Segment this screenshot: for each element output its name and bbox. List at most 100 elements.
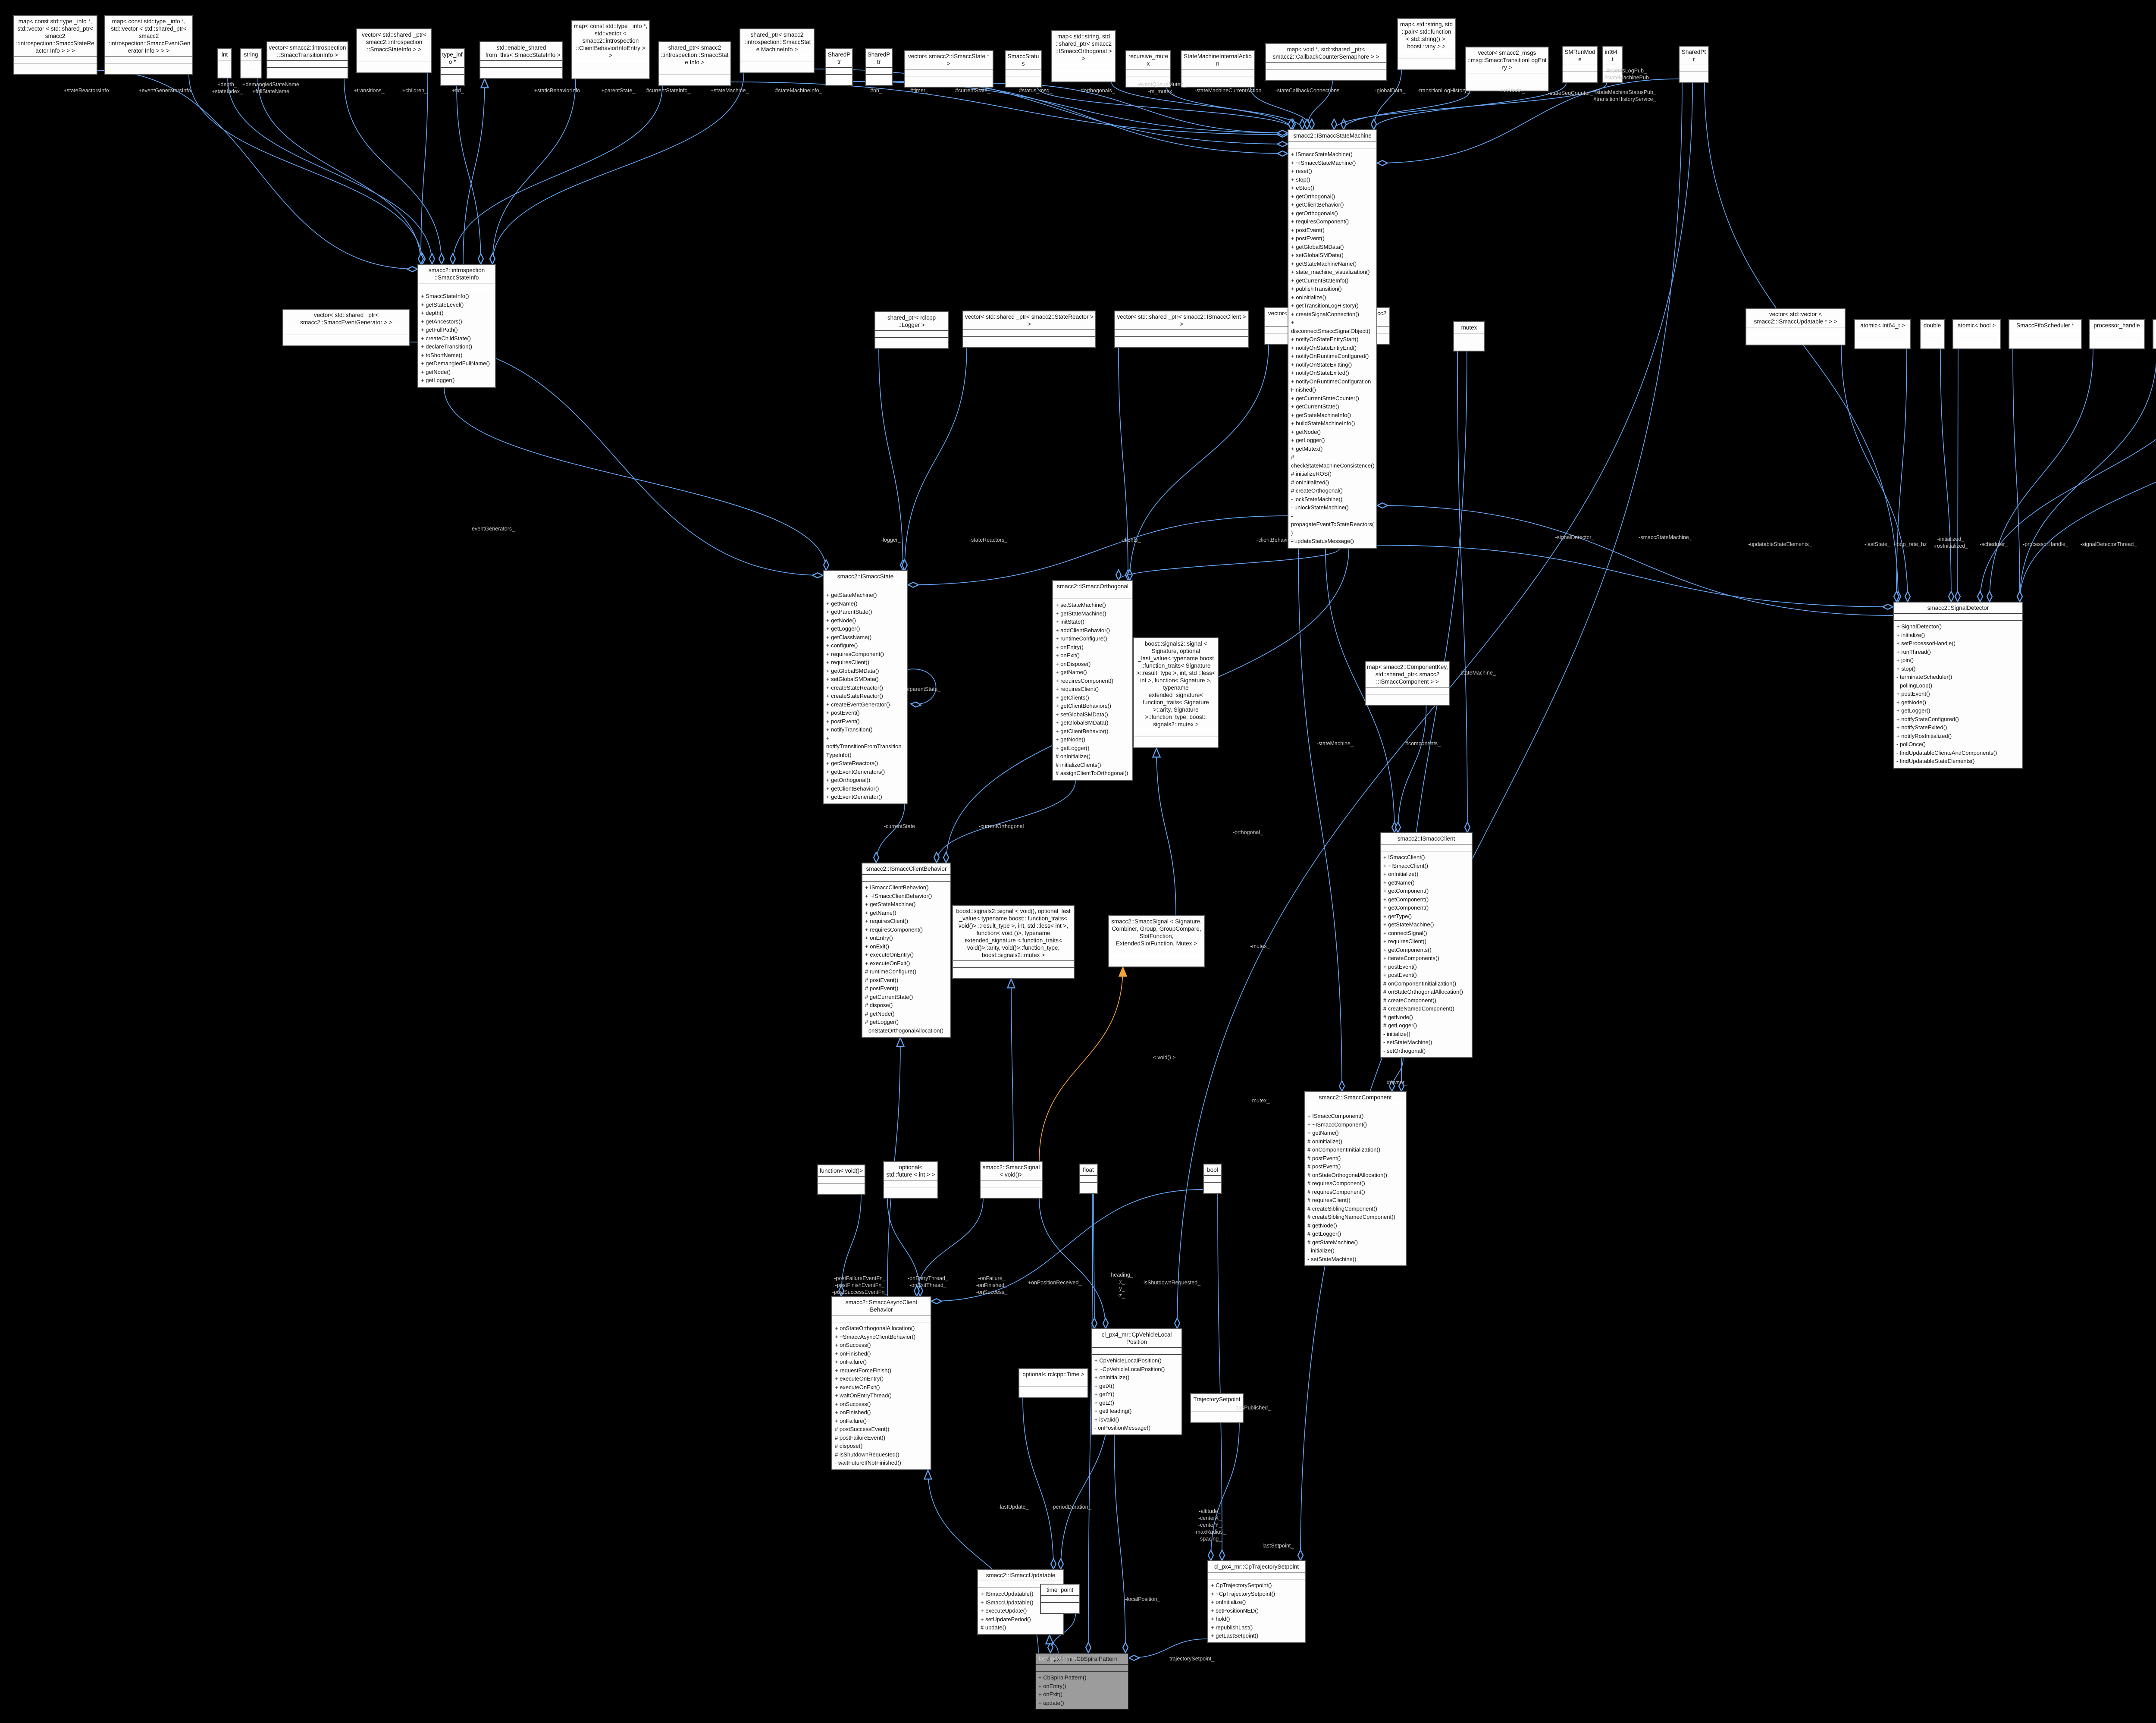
class-box-string[interactable]: string: [240, 48, 262, 78]
class-box-doubleBox[interactable]: double: [1920, 319, 1945, 349]
class-box-recursiveMutex[interactable]: recursive_mutex: [1125, 50, 1171, 88]
class-box-cbSpiralPattern[interactable]: cl_px4_mr::CbSpiralPattern+ CbSpiralPatt…: [1035, 1653, 1129, 1710]
class-box-boolBox[interactable]: bool: [1203, 1164, 1222, 1194]
method-entry: + state_machine_visualization(): [1291, 269, 1370, 275]
methods-compartment: [981, 1187, 1042, 1198]
methods-compartment: + getStateMachine()+ getName()+ getParen…: [824, 589, 907, 803]
method-entry: # postFailureEvent(): [835, 1434, 886, 1441]
edge-sharedPtrPub-to-stateMachine: [1377, 78, 1679, 163]
class-box-asyncCB[interactable]: smacc2::SmaccAsyncClient Behavior+ onSta…: [831, 1296, 931, 1470]
class-box-mapComponentKey[interactable]: map< smacc2::ComponentKey, std::shared_p…: [1365, 661, 1450, 706]
class-box-sharedPtrNh[interactable]: SharedPtr: [825, 48, 853, 86]
class-title: SmaccStatus: [1006, 51, 1041, 69]
class-box-smaccSignalTpl[interactable]: smacc2::SmaccSignal < Signature, Combine…: [1108, 915, 1205, 967]
class-box-optTime[interactable]: optional< rclcpp::Time >: [1018, 1368, 1088, 1398]
attributes-compartment: [2009, 331, 2081, 338]
class-box-cpTrajectorySetpoint[interactable]: cl_px4_mr::CpTrajectorySetpoint+ CpTraje…: [1207, 1560, 1306, 1643]
class-box-enableShared[interactable]: std::enable_shared _from_this< SmaccStat…: [479, 41, 563, 79]
edge-mapComponentKey-to-iClient: [1398, 705, 1427, 832]
method-entry: + eStop(): [1291, 185, 1314, 191]
edge-label-22: -runMode_: [1498, 88, 1525, 94]
class-box-signalDetector[interactable]: smacc2::SignalDetector+ SignalDetector()…: [1893, 602, 2023, 769]
class-box-optFuture[interactable]: optional< std::future < int > >: [883, 1161, 938, 1199]
class-box-int[interactable]: int: [217, 48, 232, 78]
methods-compartment: [1109, 956, 1204, 967]
methods-compartment: [2153, 338, 2156, 348]
class-box-iUpdatable[interactable]: smacc2::ISmaccUpdatable+ ISmaccUpdatable…: [977, 1569, 1064, 1635]
class-box-mapStateReactorInfo[interactable]: map< const std::type _info *, std::vecto…: [13, 15, 97, 75]
class-box-smaccStatus[interactable]: SmaccStatus: [1005, 50, 1042, 88]
method-entry: # getNode(): [865, 1010, 895, 1017]
attributes-compartment: [905, 69, 993, 76]
class-box-boostSignalSig[interactable]: boost::signals2::signal < Signature, opt…: [1133, 637, 1219, 748]
method-entry: - setOrthogonal(): [1383, 1047, 1426, 1054]
attributes-compartment: [572, 61, 649, 68]
class-box-smRunMode[interactable]: SMRunMode: [1562, 46, 1598, 83]
class-box-floatBox[interactable]: float: [1079, 1164, 1098, 1194]
class-box-trajectorySetpoint[interactable]: TrajectorySetpoint: [1190, 1393, 1244, 1423]
edge-vecClientBehaviors-to-iOrthogonal: [1130, 344, 1269, 580]
class-box-int64[interactable]: int64_t: [1602, 46, 1623, 83]
class-box-processorHandle[interactable]: processor_handle: [2089, 319, 2145, 349]
class-title: vector< smacc2::ISmaccState * >: [905, 51, 993, 69]
attributes-compartment: [1680, 65, 1708, 72]
method-entry: - initialize(): [1383, 1030, 1410, 1037]
edge-vecTransitionInfo-to-smaccStateInfo: [344, 78, 442, 264]
class-box-vecStateReactors[interactable]: vector< std::shared _ptr< smacc2::StateR…: [962, 311, 1096, 348]
class-box-mapGlobalData[interactable]: map< std::string, std ::pair< std::funct…: [1397, 18, 1456, 70]
class-box-vecTransitionInfo[interactable]: vector< smacc2::introspection ::SmaccTra…: [266, 41, 348, 79]
class-box-fnVoid[interactable]: function< void()>: [817, 1164, 865, 1195]
class-box-smaccSignalVoid[interactable]: smacc2::SmaccSignal < void()>: [980, 1161, 1043, 1199]
edge-label-53: < void() >: [1153, 1055, 1176, 1061]
class-box-vecTransitionLog[interactable]: vector< smacc2_msgs ::msg::SmaccTransiti…: [1465, 47, 1549, 91]
attributes-compartment: [357, 55, 431, 62]
class-box-iComponent[interactable]: smacc2::ISmaccComponent+ ISmaccComponent…: [1304, 1091, 1407, 1266]
class-title: vector< std::shared _ptr< smacc2::SmaccE…: [283, 310, 409, 328]
edge-label-11: #stateMachineInfo_: [775, 88, 822, 94]
class-box-iClient[interactable]: smacc2::ISmaccClient+ ISmaccClient()+ ~I…: [1380, 832, 1473, 1058]
class-box-mapOrthogonals[interactable]: map< std::string, std ::shared_ptr< smac…: [1051, 30, 1116, 82]
class-title: recursive_mutex: [1126, 51, 1170, 69]
class-box-mapCallbackSemaphore[interactable]: map< void *, std::shared _ptr< smacc2::C…: [1265, 43, 1387, 81]
class-box-vecISmaccStatePtr[interactable]: vector< smacc2::ISmaccState * >: [904, 50, 993, 88]
class-box-atomicBool[interactable]: atomic< bool >: [1952, 319, 2001, 349]
class-box-vecEventGenerators[interactable]: vector< std::shared _ptr< smacc2::SmaccE…: [282, 309, 410, 346]
attributes-compartment: [1208, 1572, 1305, 1579]
class-box-timePoint[interactable]: time_point: [1040, 1584, 1080, 1614]
class-box-smaccStateInfo[interactable]: smacc2::introspection ::SmaccStateInfo+ …: [417, 264, 496, 388]
class-box-mapClientBehaviorInfoEntry[interactable]: map< const std::type _info *, std::vecto…: [571, 20, 650, 79]
class-box-atomicInt64[interactable]: atomic< int64_t >: [1854, 319, 1911, 349]
class-box-iClientBehavior[interactable]: smacc2::ISmaccClientBehavior+ ISmaccClie…: [862, 863, 951, 1038]
class-box-iOrthogonal[interactable]: smacc2::ISmaccOrthogonal+ setStateMachin…: [1052, 580, 1133, 781]
class-box-smInternalAction[interactable]: StateMachineInternalAction: [1181, 50, 1255, 88]
method-entry: + getCurrentStateCounter(): [1291, 395, 1359, 402]
method-entry: + getOrthogonals(): [1291, 210, 1338, 217]
class-box-threadBox[interactable]: thread: [2153, 319, 2156, 349]
methods-compartment: [283, 335, 409, 345]
method-entry: + getMutex(): [1291, 445, 1323, 452]
class-box-boostSignalVoid[interactable]: boost::signals2::signal < void(), option…: [952, 905, 1075, 979]
edge-label-13: #timer_: [910, 88, 928, 94]
class-box-sharedPtrPub[interactable]: SharedPtr: [1679, 46, 1709, 83]
class-box-sharedPtrStateInfo[interactable]: shared_ptr< smacc2 ::introspection::Smac…: [658, 41, 731, 86]
class-box-sharedPtrTimer[interactable]: SharedPtr: [865, 48, 893, 86]
class-box-stateMachine[interactable]: smacc2::ISmaccStateMachine+ ISmaccStateM…: [1288, 129, 1377, 549]
edge-label-25: #stateMachineStatusPub_ #transitionHisto…: [1593, 89, 1656, 102]
class-box-cpVehicleLocalPosition[interactable]: cl_px4_mr::CpVehicleLocal Position+ CpVe…: [1091, 1328, 1182, 1435]
class-box-sharedPtrLogger[interactable]: shared_ptr< rclcpp ::Logger >: [874, 311, 949, 349]
class-box-mutexBox[interactable]: mutex: [1453, 321, 1485, 352]
method-entry: + setProcessorHandle(): [1896, 640, 1955, 647]
class-box-fifoScheduler[interactable]: SmaccFifoScheduler *: [2009, 319, 2082, 349]
methods-compartment: [441, 75, 464, 85]
class-box-mapEventGeneratorInfo[interactable]: map< const std::type _info *, std::vecto…: [104, 15, 193, 75]
method-entry: + depth(): [421, 310, 444, 316]
class-box-typeInfoPtr[interactable]: type_info *: [440, 48, 465, 86]
class-box-iState[interactable]: smacc2::ISmaccState+ getStateMachine()+ …: [823, 570, 908, 804]
class-box-vecClients[interactable]: vector< std::shared _ptr< smacc2::ISmacc…: [1114, 311, 1249, 348]
class-box-sharedPtrSMInfo[interactable]: shared_ptr< smacc2 ::introspection::Smac…: [740, 28, 815, 73]
class-title: function< void()>: [818, 1165, 865, 1177]
class-box-vecVecUpdatable[interactable]: vector< std::vector < smacc2::ISmaccUpda…: [1745, 308, 1846, 345]
class-box-vecSharedStateInfo[interactable]: vector< std::shared _ptr< smacc2::intros…: [356, 28, 432, 73]
method-entry: - waitFutureIfNotFinished(): [835, 1459, 901, 1466]
class-title: time_point: [1041, 1585, 1079, 1596]
